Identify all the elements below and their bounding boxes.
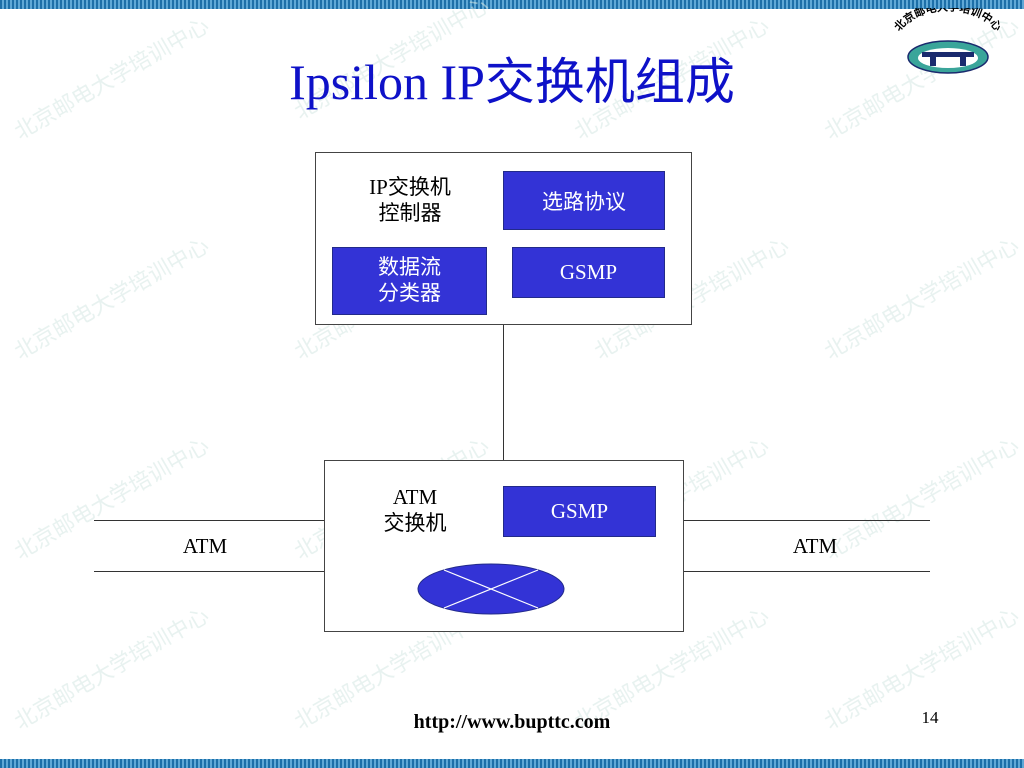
right-atm-link-bottom [684, 571, 930, 572]
left-atm-label: ATM [182, 534, 228, 558]
gsmp-controller-box: GSMP [512, 247, 665, 298]
left-atm-link-top [94, 520, 324, 521]
routing-protocol-box: 选路协议 [503, 171, 665, 230]
flow-classifier-box: 数据流 分类器 [332, 247, 487, 315]
page-number: 14 [921, 708, 939, 727]
left-atm-link-bottom [94, 571, 324, 572]
bottom-stripe [0, 759, 1024, 768]
switch-fabric-icon [417, 563, 565, 615]
right-atm-link-top [684, 520, 930, 521]
top-stripe [0, 0, 1024, 9]
footer-url: http://www.bupttc.com [413, 711, 611, 733]
controller-switch-connector [503, 325, 504, 460]
watermark-text: 北京邮电大学培训中心 [11, 234, 214, 366]
slide-title: Ipsilon IP交换机组成 [289, 54, 735, 110]
gsmp-switch-box: GSMP [503, 486, 656, 537]
logo-text: 北京邮电大学培训中心 [891, 8, 1004, 34]
svg-text:北京邮电大学培训中心: 北京邮电大学培训中心 [891, 8, 1004, 34]
right-atm-label: ATM [792, 534, 838, 558]
university-logo-icon: 北京邮电大学培训中心 [891, 8, 1004, 74]
watermark-text: 北京邮电大学培训中心 [821, 234, 1024, 366]
watermark-text: 北京邮电大学培训中心 [11, 604, 214, 736]
atm-switch-label: ATM 交换机 [383, 485, 447, 535]
ip-switch-controller-label: IP交换机 控制器 [369, 175, 451, 225]
